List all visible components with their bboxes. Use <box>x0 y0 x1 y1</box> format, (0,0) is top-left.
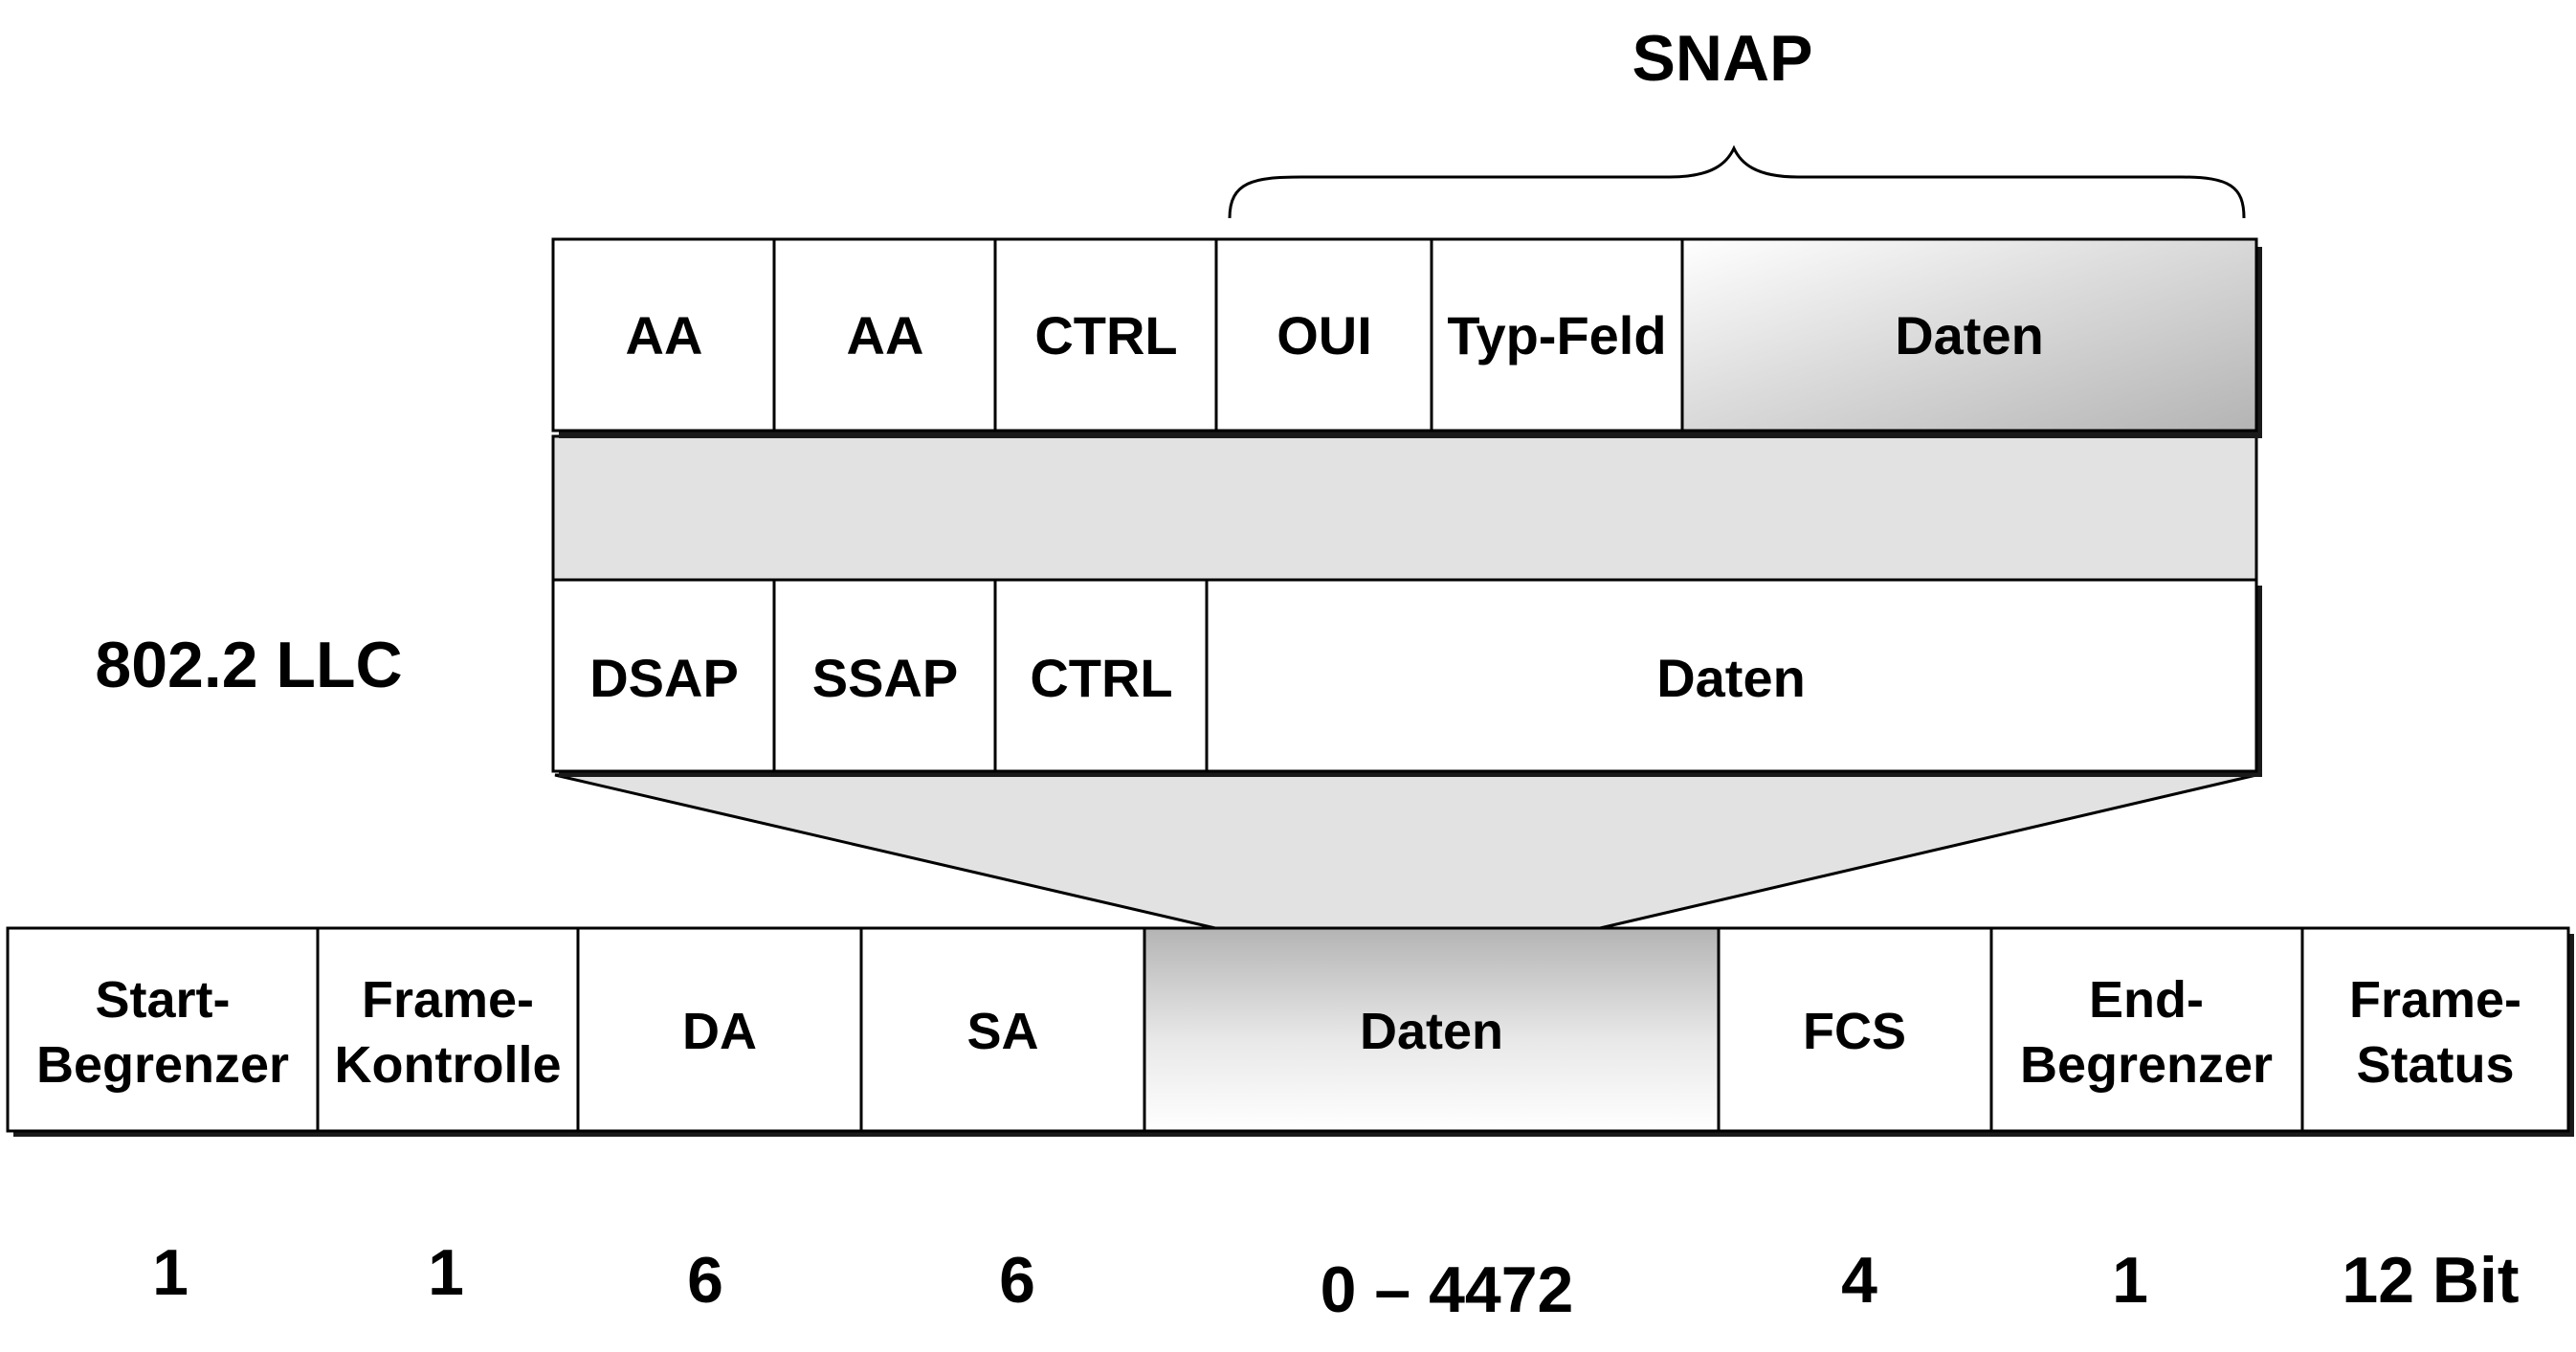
snap-field-daten <box>1680 237 2258 432</box>
snap-label-aa-1: AA <box>626 305 703 366</box>
snap-field-aa-1 <box>551 237 776 432</box>
frame-field-frame-status <box>2300 926 2570 1133</box>
snap-row: AA AA CTRL OUI Typ-Feld Daten <box>551 237 2262 438</box>
llc-field-dsap <box>551 578 776 773</box>
llc-field-ctrl <box>993 578 1209 773</box>
frame-field-fcs <box>1717 926 1993 1133</box>
size-daten: 0 – 4472 <box>1321 1253 1574 1326</box>
llc-title: 802.2 LLC <box>95 629 402 701</box>
snap-title: SNAP <box>1632 22 1813 95</box>
snap-label-aa-2: AA <box>847 305 924 366</box>
snap-label-typ-feld: Typ-Feld <box>1447 305 1666 366</box>
frame-label-kontrolle-2: Kontrolle <box>335 1036 562 1094</box>
llc-label-daten: Daten <box>1656 648 1806 708</box>
frame-label-kontrolle-1: Frame- <box>362 971 534 1029</box>
snap-label-daten: Daten <box>1895 305 2044 366</box>
frame-label-da: DA <box>682 1003 757 1060</box>
snap-field-oui <box>1214 237 1433 432</box>
llc-label-ssap: SSAP <box>812 648 959 708</box>
frame-field-start-begrenzer <box>6 926 320 1133</box>
size-frame-kontrolle: 1 <box>428 1236 464 1309</box>
llc-snap-band <box>551 434 2258 582</box>
llc-row: DSAP SSAP CTRL Daten <box>551 578 2262 777</box>
size-fcs: 4 <box>1841 1244 1877 1317</box>
frame-field-daten <box>1143 926 1721 1133</box>
frame-label-end-1: End- <box>2089 971 2204 1029</box>
frame-field-da <box>576 926 863 1133</box>
llc-field-ssap <box>772 578 997 773</box>
size-sa: 6 <box>999 1244 1035 1317</box>
frame-field-frame-kontrolle <box>316 926 580 1133</box>
size-frame-status: 12 Bit <box>2342 1244 2519 1317</box>
frame-field-end-begrenzer <box>1989 926 2304 1133</box>
size-da: 6 <box>687 1244 723 1317</box>
snap-field-aa-2 <box>772 237 997 432</box>
snap-label-ctrl: CTRL <box>1034 305 1177 366</box>
frame-label-start-2: Begrenzer <box>36 1036 289 1094</box>
frame-label-sa: SA <box>966 1003 1038 1060</box>
llc-label-ctrl: CTRL <box>1030 648 1172 708</box>
expansion-funnel <box>554 773 2257 930</box>
field-sizes: 1 1 6 6 0 – 4472 4 1 12 Bit <box>152 1236 2520 1326</box>
frame-label-status-1: Frame- <box>2349 971 2521 1029</box>
size-start-begrenzer: 1 <box>152 1236 189 1309</box>
snap-brace <box>1228 144 2246 219</box>
snap-label-oui: OUI <box>1277 305 1372 366</box>
frame-label-daten: Daten <box>1360 1003 1503 1060</box>
frame-label-status-2: Status <box>2356 1036 2514 1094</box>
snap-field-typ-feld <box>1430 237 1684 432</box>
frame-row: Start- Begrenzer Frame- Kontrolle DA SA … <box>6 926 2574 1137</box>
frame-label-start-1: Start- <box>95 971 230 1029</box>
snap-field-ctrl <box>993 237 1218 432</box>
frame-label-fcs: FCS <box>1803 1003 1906 1060</box>
llc-label-dsap: DSAP <box>589 648 739 708</box>
frame-label-end-2: Begrenzer <box>2020 1036 2273 1094</box>
size-end-begrenzer: 1 <box>2112 1244 2148 1317</box>
llc-field-daten <box>1205 578 2258 773</box>
